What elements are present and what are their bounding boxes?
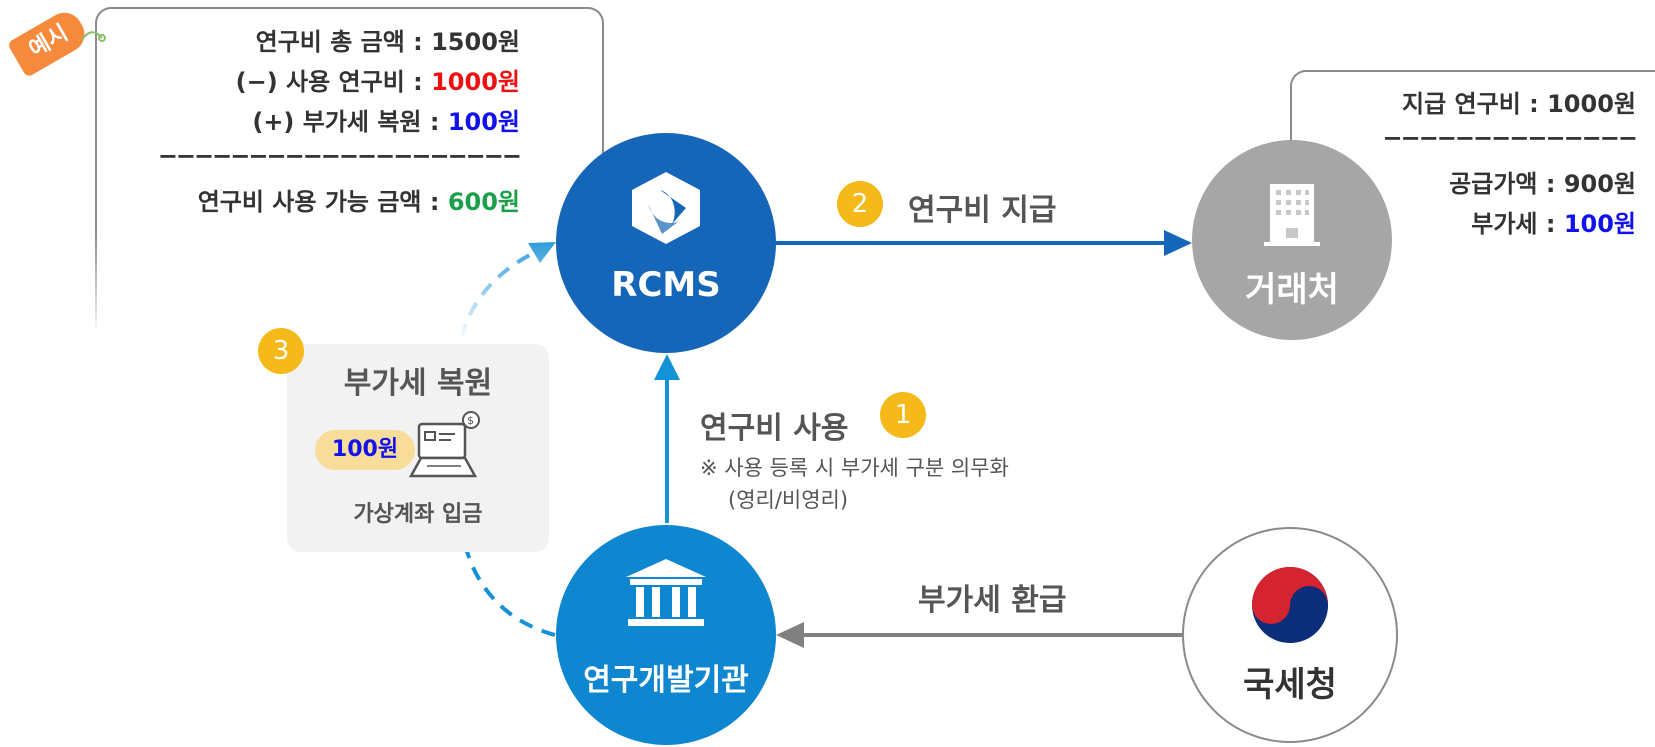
arrowhead-vendor: [1164, 230, 1192, 256]
summary-total-value: 1500원: [431, 28, 520, 56]
nts-node: 국세청: [1182, 527, 1398, 743]
vendor-supply: 공급가액 : 900원: [1310, 164, 1636, 204]
step2-label: 연구비 지급: [908, 193, 1057, 228]
summary-lines: 연구비 총 금액 : 1500원 (−) 사용 연구비 : 1000원 (+) …: [120, 22, 520, 222]
bank-icon: [626, 559, 706, 626]
vendor-node: 거래처: [1192, 140, 1392, 340]
nts-label: 국세청: [1243, 665, 1337, 705]
summary-divider: −−−−−−−−−−−−−−−−−−−−: [157, 142, 520, 170]
vendor-supply-label: 공급가액 :: [1449, 170, 1564, 198]
vat-return-box: 부가세 복원 100원 $ 가상계좌 입금: [287, 344, 549, 552]
tag-string-icon: [81, 31, 106, 42]
arrowhead-rcms: [654, 354, 680, 380]
vendor-label: 거래처: [1245, 270, 1339, 310]
rcms-node: RCMS: [556, 133, 776, 353]
summary-box-fade: [92, 230, 602, 340]
building-icon: [1264, 184, 1320, 246]
summary-total: 연구비 총 금액 : 1500원: [120, 22, 520, 62]
summary-available-label: 연구비 사용 가능 금액 :: [197, 188, 448, 216]
step2-badge: 2: [837, 181, 883, 227]
summary-total-label: 연구비 총 금액 :: [255, 28, 432, 56]
step1-label: 연구비 사용: [700, 411, 849, 446]
laptop-money-icon: $: [408, 411, 480, 478]
vat-return-amount: 100원: [331, 437, 399, 462]
summary-available: 연구비 사용 가능 금액 : 600원: [120, 182, 520, 222]
vendor-paid: 지급 연구비 : 1000원: [1310, 84, 1636, 124]
institution-label: 연구개발기관: [583, 663, 749, 698]
vendor-paid-label: 지급 연구비 :: [1402, 90, 1548, 118]
arrowhead-institution: [776, 622, 804, 648]
vendor-paid-value: 1000원: [1547, 90, 1636, 118]
vendor-vat: 부가세 : 100원: [1310, 204, 1636, 244]
summary-available-value: 600원: [447, 188, 520, 216]
summary-used-value: 1000원: [431, 68, 520, 96]
vendor-divider: −−−−−−−−−−−−−−: [1382, 124, 1636, 152]
vendor-vat-label: 부가세 :: [1471, 210, 1564, 238]
institution-node: 연구개발기관: [556, 525, 776, 745]
summary-used-label: (−) 사용 연구비 :: [235, 68, 432, 96]
vat-return-amount-pill: 100원: [315, 430, 415, 470]
vendor-info-lines: 지급 연구비 : 1000원 −−−−−−−−−−−−−− 공급가액 : 900…: [1310, 84, 1636, 244]
vendor-supply-value: 900원: [1563, 170, 1636, 198]
summary-vat: (+) 부가세 복원 : 100원: [120, 102, 520, 142]
summary-vat-label: (+) 부가세 복원 :: [252, 108, 448, 136]
step3-badge: 3: [258, 328, 304, 374]
vat-refund-label: 부가세 환급: [918, 583, 1067, 618]
vat-return-caption: 가상계좌 입금: [353, 502, 483, 527]
step1-note-2: (영리/비영리): [728, 488, 849, 512]
nts-emblem-icon: [1252, 567, 1328, 643]
rcms-logo-icon: [632, 172, 700, 244]
summary-vat-value: 100원: [447, 108, 520, 136]
vendor-info-box: [1290, 70, 1655, 162]
step1-badge: 1: [880, 392, 926, 438]
rcms-label: RCMS: [611, 265, 721, 305]
summary-used: (−) 사용 연구비 : 1000원: [120, 62, 520, 102]
vendor-vat-value: 100원: [1563, 210, 1636, 238]
svg-text:$: $: [467, 414, 474, 427]
vat-return-title: 부가세 복원: [343, 366, 493, 401]
step1-note: ※ 사용 등록 시 부가세 구분 의무화: [700, 456, 1009, 480]
